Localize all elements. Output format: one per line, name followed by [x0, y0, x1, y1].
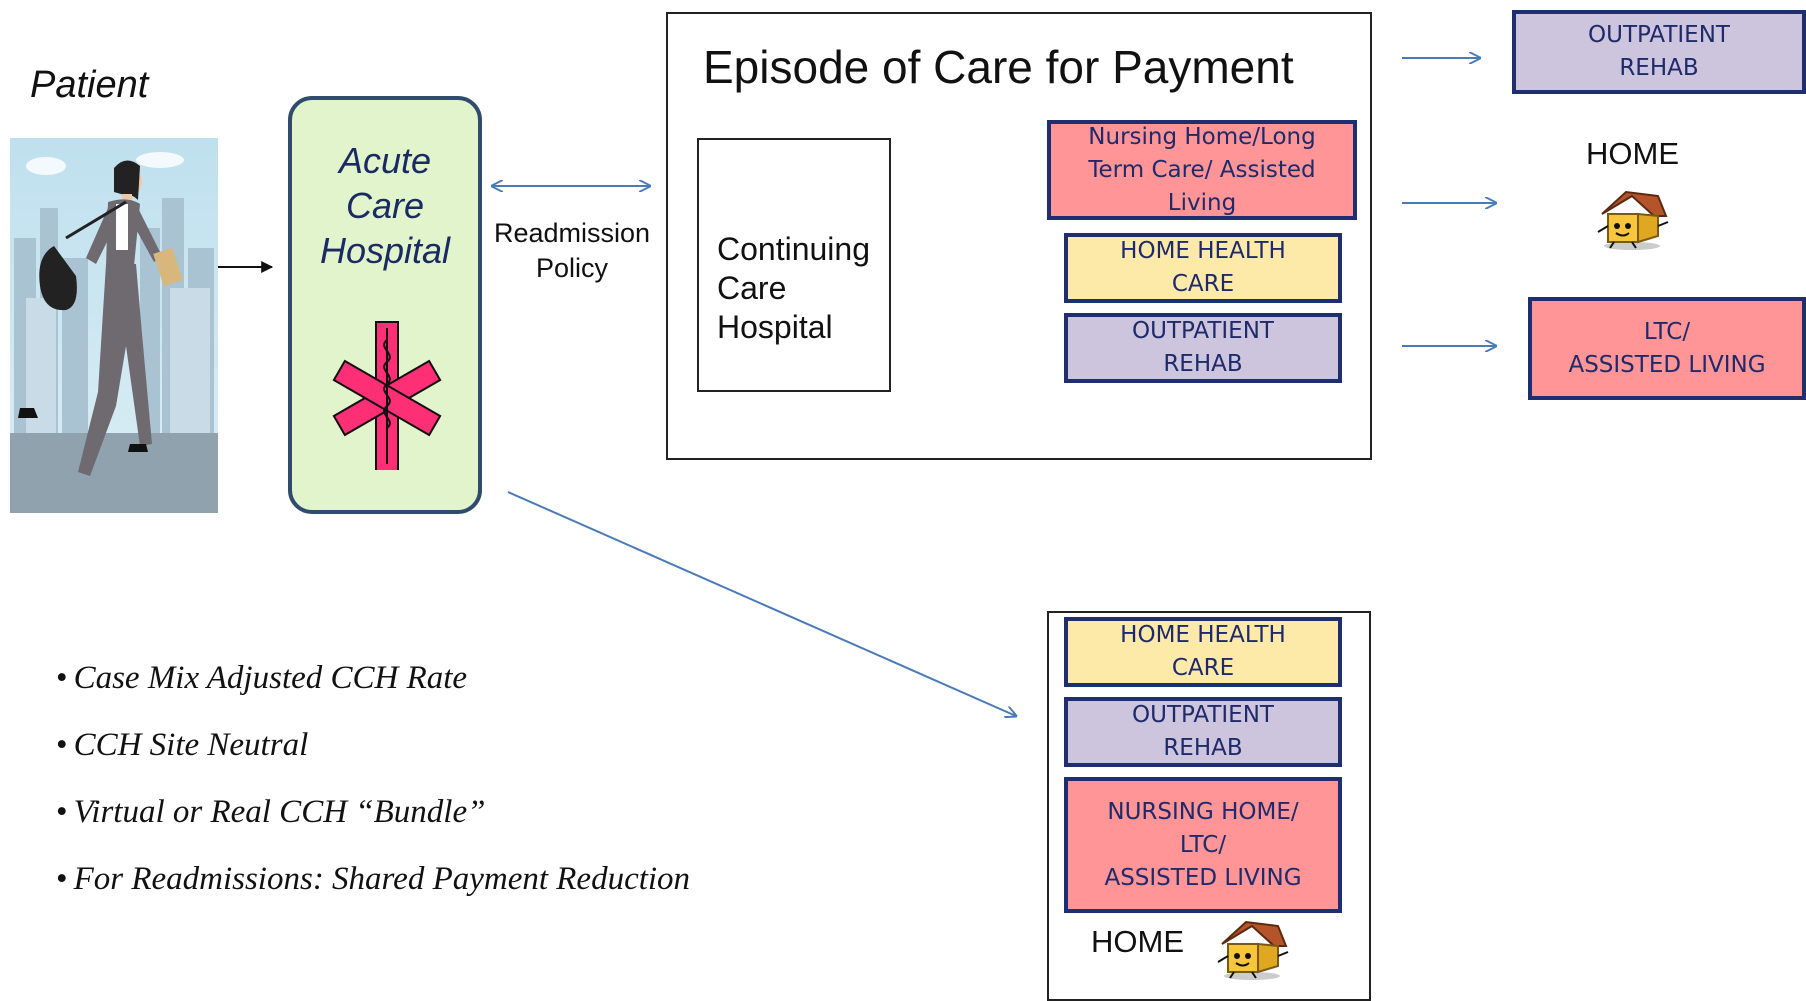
right-outpatient-line2: REHAB	[1619, 55, 1699, 81]
star-of-life-icon	[332, 321, 442, 470]
episode-nursing-line3: Living	[1167, 189, 1237, 216]
acute-line3: Hospital	[319, 230, 451, 271]
lower-nursing-line1: NURSING HOME/	[1107, 798, 1299, 825]
bullet-item: •CCH Site Neutral	[56, 727, 309, 763]
lower-outpatient-line2: REHAB	[1163, 735, 1243, 761]
right-outpatient-line1: OUTPATIENT	[1588, 22, 1730, 48]
episode-outpatient-line1: OUTPATIENT	[1132, 318, 1274, 344]
patient-label: Patient	[30, 64, 149, 106]
bullet-text-readmissions: For Readmissions: Shared Payment Reducti…	[73, 861, 691, 897]
lower-homehealth-line2: CARE	[1171, 655, 1235, 681]
patient-illustration	[10, 138, 218, 513]
acute-line2: Care	[345, 185, 425, 226]
bullet-item: •Virtual or Real CCH “Bundle”	[56, 794, 486, 830]
episode-home-health-box: HOME HEALTH CARE	[1064, 233, 1342, 303]
acute-care-hospital-box: Acute Care Hospital	[288, 96, 482, 514]
readmission-line1: Readmission	[493, 218, 651, 248]
lower-homehealth-line1: HOME HEALTH	[1120, 622, 1286, 648]
lower-outpatient-line1: OUTPATIENT	[1132, 702, 1274, 728]
continuing-care-hospital-box: Continuing Care Hospital	[697, 138, 891, 392]
cch-line1: Continuing	[717, 231, 870, 267]
bullet-text-case-mix: Case Mix Adjusted CCH Rate	[73, 660, 468, 696]
bullet-text-site-neutral: CCH Site Neutral	[73, 727, 309, 763]
readmission-line2: Policy	[535, 253, 609, 283]
episode-title: Episode of Care for Payment	[703, 41, 1294, 93]
bullet-item: •For Readmissions: Shared Payment Reduct…	[56, 861, 691, 897]
cch-line3: Hospital	[717, 309, 833, 345]
episode-outpatient-line2: REHAB	[1163, 351, 1243, 377]
house-mascot-icon	[1217, 920, 1289, 980]
acute-to-lower-arrow	[507, 491, 1016, 716]
acute-line1: Acute	[338, 140, 432, 181]
house-mascot-icon	[1597, 190, 1669, 250]
episode-nursing-line2: Term Care/ Assisted	[1088, 156, 1316, 183]
right-ltc-line1: LTC/	[1643, 318, 1691, 345]
lower-nursing-line3: ASSISTED LIVING	[1104, 864, 1302, 891]
lower-nursing-line2: LTC/	[1179, 831, 1227, 858]
lower-nursing-home-box: NURSING HOME/ LTC/ ASSISTED LIVING	[1064, 777, 1342, 913]
bullet-text-bundle: Virtual or Real CCH “Bundle”	[73, 794, 486, 830]
right-ltc-assisted-living-box: LTC/ ASSISTED LIVING	[1528, 297, 1806, 400]
right-home-label: HOME	[1586, 136, 1679, 171]
lower-home-health-box: HOME HEALTH CARE	[1064, 617, 1342, 687]
bullet-item: •Case Mix Adjusted CCH Rate	[56, 660, 468, 696]
episode-nursing-line1: Nursing Home/Long	[1088, 123, 1316, 150]
readmission-policy-label: Readmission Policy	[486, 216, 658, 286]
lower-outpatient-rehab-box: OUTPATIENT REHAB	[1064, 697, 1342, 767]
episode-nursing-home-box: Nursing Home/Long Term Care/ Assisted Li…	[1047, 120, 1357, 220]
episode-homehealth-line1: HOME HEALTH	[1120, 238, 1286, 264]
right-ltc-line2: ASSISTED LIVING	[1568, 351, 1766, 378]
episode-homehealth-line2: CARE	[1171, 271, 1235, 297]
episode-outpatient-rehab-box: OUTPATIENT REHAB	[1064, 313, 1342, 383]
right-outpatient-rehab-box: OUTPATIENT REHAB	[1512, 10, 1806, 94]
cch-line2: Care	[717, 270, 787, 306]
lower-home-label: HOME	[1091, 924, 1184, 959]
